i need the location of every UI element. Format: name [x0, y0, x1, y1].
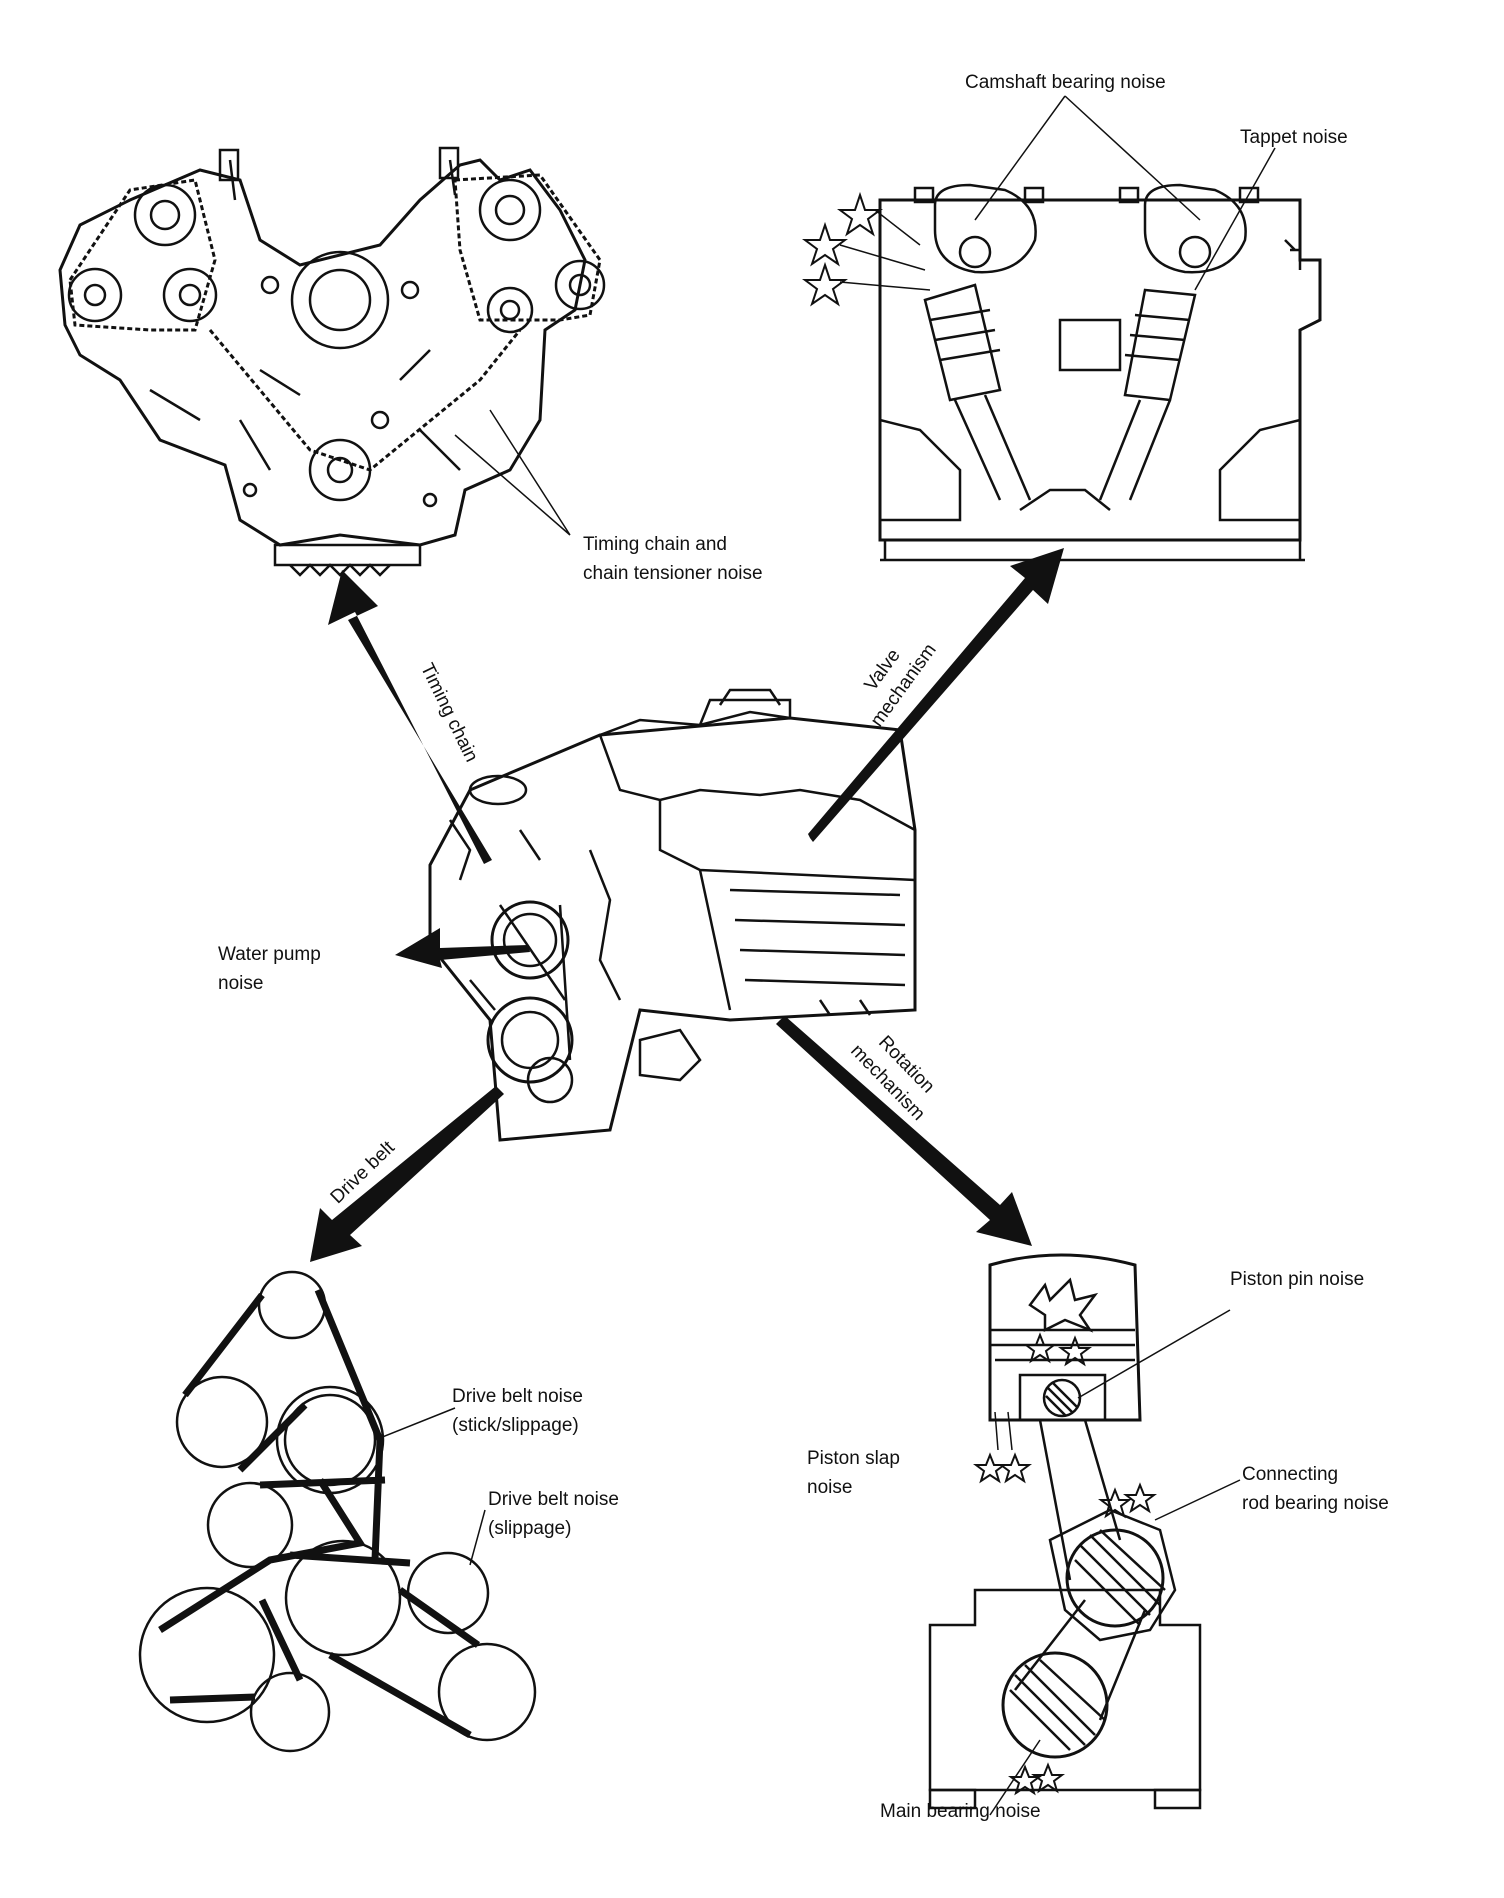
connecting-rod-bearing-noise-label: Connecting rod bearing noise	[1242, 1460, 1389, 1518]
connecting-rod-line2: rod bearing noise	[1242, 1493, 1389, 1514]
main-bearing-noise-label: Main bearing noise	[880, 1801, 1041, 1822]
drive-belt-slip-line1: Drive belt noise	[488, 1489, 619, 1510]
water-pump-arrow	[395, 928, 530, 968]
noise-star-markers	[802, 191, 1157, 1796]
piston-pin-noise-label: Piston pin noise	[1230, 1269, 1365, 1290]
drive-belt-stick-slippage-label: Drive belt noise (stick/slippage)	[452, 1382, 583, 1440]
drive-belt-arrow	[310, 1086, 504, 1262]
piston-slap-noise-line2: noise	[807, 1477, 853, 1498]
drive-belt-stick-line2: (stick/slippage)	[452, 1415, 579, 1436]
timing-chain-illustration	[58, 146, 606, 577]
water-pump-noise-line1: Water pump	[218, 944, 321, 965]
camshaft-bearing-noise-label: Camshaft bearing noise	[965, 72, 1166, 93]
piston-slap-noise-line1: Piston slap	[807, 1448, 900, 1469]
drive-belt-stick-line1: Drive belt noise	[452, 1386, 583, 1407]
arrows	[310, 548, 1064, 1262]
drive-belt-slippage-label: Drive belt noise (slippage)	[488, 1485, 619, 1543]
timing-chain-noise-line1: Timing chain and	[583, 534, 727, 555]
timing-chain-noise-line2: chain tensioner noise	[583, 563, 763, 584]
valve-mechanism-arrow	[808, 548, 1064, 842]
piston-assembly-illustration	[928, 1253, 1202, 1810]
drive-belt-illustration	[138, 1270, 537, 1753]
piston-slap-noise-label: Piston slap noise	[807, 1444, 900, 1502]
connecting-rod-line1: Connecting	[1242, 1464, 1339, 1485]
rotation-mechanism-arrow	[776, 1016, 1032, 1246]
water-pump-noise-line2: noise	[218, 973, 264, 994]
drive-belt-slip-line2: (slippage)	[488, 1518, 572, 1539]
cylinder-head-illustration	[878, 183, 1322, 562]
water-pump-noise-label: Water pump noise	[218, 940, 321, 998]
leader-lines	[379, 95, 1276, 1816]
engine-illustration	[428, 688, 917, 1142]
timing-chain-noise-label: Timing chain and chain tensioner noise	[583, 530, 763, 588]
tappet-noise-label: Tappet noise	[1240, 127, 1348, 148]
timing-chain-arrow	[328, 570, 492, 864]
